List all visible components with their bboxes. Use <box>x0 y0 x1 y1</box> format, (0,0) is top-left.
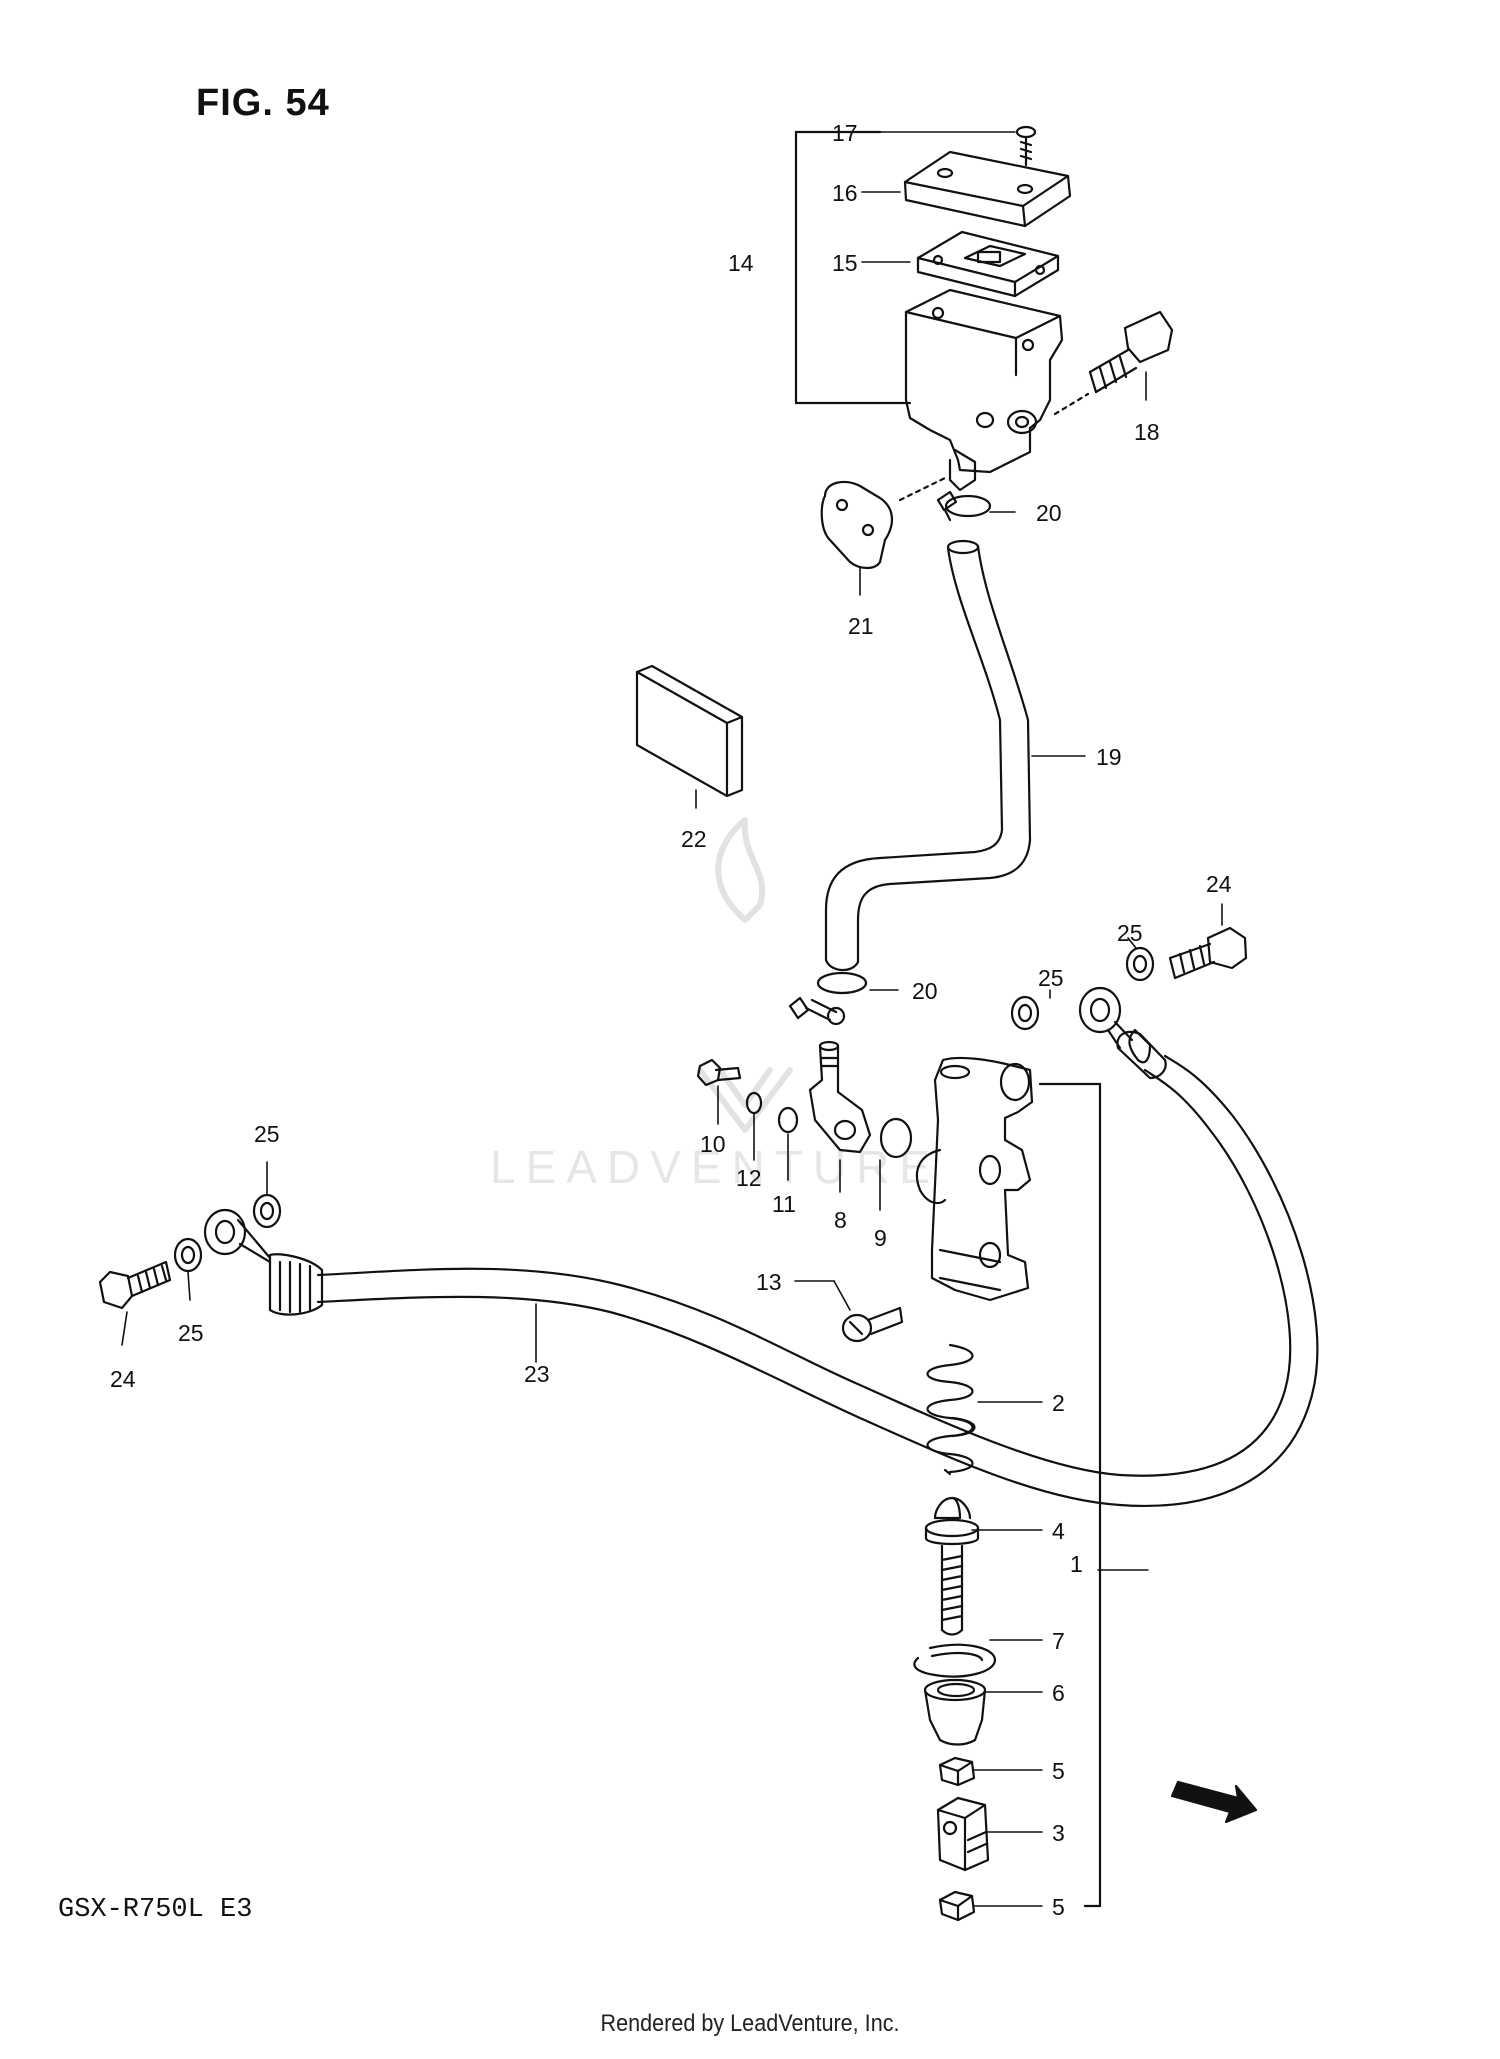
callout-19: 19 <box>1096 744 1122 770</box>
part-25-washer-b <box>173 1237 203 1273</box>
callout-1: 1 <box>1070 1551 1083 1577</box>
callout-6: 6 <box>1052 1680 1065 1706</box>
part-20-clamp-lower <box>788 971 868 1026</box>
part-15-plate <box>916 230 1060 298</box>
leader-lines <box>121 131 1223 1907</box>
part-20-clamp-upper <box>936 490 992 522</box>
part-17-screw <box>1015 125 1037 167</box>
callout-12: 12 <box>736 1165 762 1191</box>
callout-10: 10 <box>700 1131 726 1157</box>
part-22-block <box>635 664 744 798</box>
callout-5-lower: 5 <box>1052 1894 1065 1920</box>
part-7-circlip <box>913 1643 997 1678</box>
callout-17: 17 <box>832 120 858 146</box>
part-1-master-cylinder <box>915 1056 1034 1302</box>
callout-18: 18 <box>1134 419 1160 445</box>
callout-20-upper: 20 <box>1036 500 1062 526</box>
bracket-1 <box>1038 1082 1102 1908</box>
part-16-cap <box>903 150 1072 228</box>
callout-15: 15 <box>832 250 858 276</box>
part-25-washer-a <box>252 1193 282 1229</box>
part-3-clevis <box>936 1796 990 1872</box>
part-11-washer <box>777 1106 799 1134</box>
callout-4: 4 <box>1052 1518 1065 1544</box>
part-2-spring <box>926 1343 976 1476</box>
part-23-hose <box>203 986 1319 1507</box>
part-24-bolt-left <box>98 1260 172 1310</box>
part-24-bolt-right <box>1168 926 1248 980</box>
figure-title: FIG. 54 <box>196 82 330 124</box>
part-4-pushrod <box>924 1496 980 1636</box>
callout-25-d: 25 <box>1117 920 1143 946</box>
callout-24-right: 24 <box>1206 871 1232 897</box>
part-5-nut-lower <box>938 1890 976 1922</box>
part-25-washer-c <box>1010 995 1040 1031</box>
part-18-bolt <box>1053 310 1174 416</box>
watermark-text: LEADVENTURE <box>490 1141 940 1193</box>
callout-20-lower: 20 <box>912 978 938 1004</box>
callout-13: 13 <box>756 1269 782 1295</box>
callout-25-a: 25 <box>254 1121 280 1147</box>
callout-23: 23 <box>524 1361 550 1387</box>
callout-25-b: 25 <box>178 1320 204 1346</box>
part-8-fitting <box>808 1040 872 1154</box>
model-code: GSX-R750L E3 <box>58 1895 253 1925</box>
footer-credit: Rendered by LeadVenture, Inc. <box>600 2010 900 2037</box>
callout-24-left: 24 <box>110 1366 136 1392</box>
part-25-washer-d <box>1125 946 1155 982</box>
part-5-nut-upper <box>938 1756 976 1787</box>
part-12-washer <box>745 1091 763 1115</box>
part-14-reservoir <box>904 288 1064 492</box>
callout-22: 22 <box>681 826 707 852</box>
callout-25-c: 25 <box>1038 965 1064 991</box>
callout-2: 2 <box>1052 1390 1065 1416</box>
fwd-arrow-icon <box>1170 1780 1258 1824</box>
callout-3: 3 <box>1052 1820 1065 1846</box>
callout-11: 11 <box>772 1191 796 1217</box>
callout-21: 21 <box>848 613 874 639</box>
callout-labels: 1 2 3 4 5 5 6 7 8 9 10 11 12 13 14 15 16… <box>110 120 1232 1920</box>
part-6-boot <box>923 1678 987 1746</box>
part-21-gasket <box>820 476 947 570</box>
part-10-bolt <box>696 1058 742 1087</box>
callout-16: 16 <box>832 180 858 206</box>
part-13-bolt <box>841 1306 904 1343</box>
callout-8: 8 <box>834 1207 847 1233</box>
callout-5-upper: 5 <box>1052 1758 1065 1784</box>
part-19-hose <box>824 539 1032 972</box>
callout-7: 7 <box>1052 1628 1065 1654</box>
callout-14: 14 <box>728 250 754 276</box>
callout-9: 9 <box>874 1225 887 1251</box>
leadventure-flame-icon <box>697 817 793 1133</box>
part-9-oring <box>879 1117 913 1159</box>
